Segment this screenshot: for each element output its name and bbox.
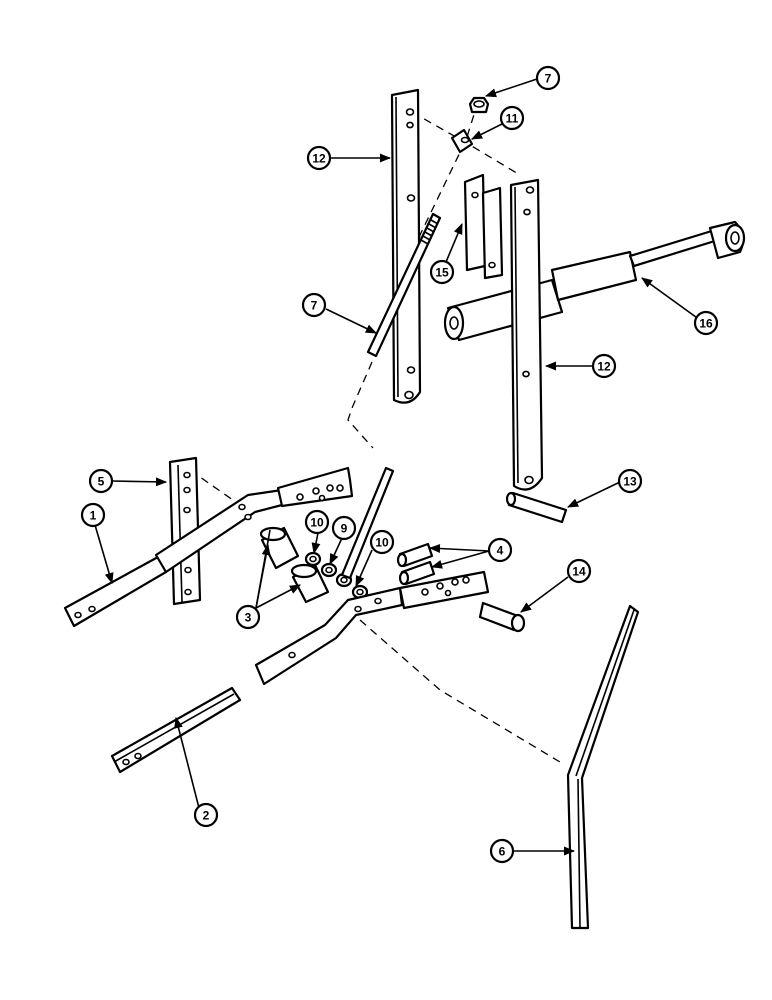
callout-2: 2 xyxy=(193,802,219,828)
callout-5: 5 xyxy=(88,468,114,494)
part-5-post xyxy=(168,456,202,606)
callout-12-lower: 12 xyxy=(591,353,617,379)
callout-label: 14 xyxy=(572,565,586,579)
part-1-arm xyxy=(63,466,354,628)
callout-label: 10 xyxy=(310,516,324,530)
callout-label: 12 xyxy=(597,360,611,374)
part-2-angle xyxy=(110,686,242,774)
assembly-dashed-lines xyxy=(189,101,561,763)
part-13-pin xyxy=(505,491,568,524)
callout-1: 1 xyxy=(80,502,106,528)
callout-15: 15 xyxy=(429,259,455,285)
callout-4: 4 xyxy=(487,537,513,563)
callout-label: 16 xyxy=(699,317,713,331)
part-14-bolt xyxy=(478,601,526,633)
callout-10-left: 10 xyxy=(304,509,330,535)
callout-12-upper: 12 xyxy=(306,145,332,171)
part-link-pin xyxy=(340,466,395,580)
callout-label: 2 xyxy=(203,809,210,823)
callout-label: 13 xyxy=(623,475,637,489)
part-3-bushings xyxy=(259,526,330,604)
part-4-pins xyxy=(396,542,436,586)
callout-label: 7 xyxy=(545,72,552,86)
part-lower-arm xyxy=(254,570,490,686)
callout-3: 3 xyxy=(235,604,261,630)
callout-6: 6 xyxy=(489,838,515,864)
callout-label: 7 xyxy=(311,299,318,313)
part-15-bracket xyxy=(463,173,504,280)
callout-16: 16 xyxy=(693,310,719,336)
callout-label: 3 xyxy=(245,611,252,625)
callout-label: 11 xyxy=(506,112,519,126)
callout-label: 15 xyxy=(435,266,449,280)
callout-label: 4 xyxy=(497,544,504,558)
callout-7: 7 xyxy=(301,292,327,318)
part-12-right-bar xyxy=(509,178,544,491)
callout-8: 7 xyxy=(535,65,561,91)
callout-label: 12 xyxy=(312,152,326,166)
callout-9: 9 xyxy=(331,515,357,541)
callout-11: 11 xyxy=(499,105,525,131)
part-6-channel xyxy=(566,604,640,930)
callout-label: 5 xyxy=(98,475,105,489)
callout-13: 13 xyxy=(617,468,643,494)
part-11-sleeve xyxy=(450,128,474,154)
callout-leaders xyxy=(94,78,701,856)
callout-10-right: 10 xyxy=(369,529,395,555)
callout-label: 9 xyxy=(341,522,348,536)
callout-label: 10 xyxy=(375,536,389,550)
callout-14: 14 xyxy=(566,558,592,584)
part-12-left-bar xyxy=(390,88,422,404)
callout-label: 1 xyxy=(90,509,97,523)
part-8-nut xyxy=(468,96,490,114)
callout-label: 6 xyxy=(499,845,506,859)
part-7-threaded-rod xyxy=(366,212,442,358)
